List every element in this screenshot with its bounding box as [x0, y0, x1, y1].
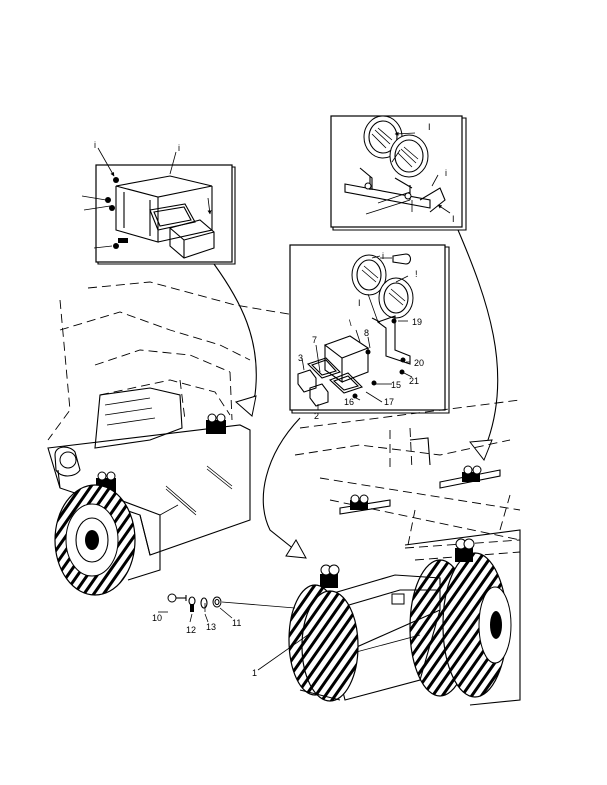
right-vehicle: [294, 399, 521, 541]
hardware-group: [158, 593, 296, 623]
callout-15: 15: [391, 380, 401, 390]
svg-text:I: I: [428, 122, 431, 132]
inset-exploded-assembly: i ! I \: [289, 244, 450, 414]
callout-3: 3: [298, 353, 303, 363]
svg-text:i: i: [382, 251, 384, 261]
callout-11: 11: [232, 618, 241, 628]
callout-16: 16: [344, 397, 354, 407]
inset-floodlights: I i I: [330, 115, 467, 231]
svg-text:i: i: [445, 168, 447, 178]
leader-1: [257, 631, 313, 671]
callout-7: 7: [312, 335, 317, 345]
big-truck: [288, 494, 521, 706]
callout-17: 17: [384, 397, 394, 407]
left-vehicle: [47, 281, 331, 596]
callout-20: 20: [414, 358, 424, 368]
callout-12: 12: [186, 625, 196, 635]
svg-text:I: I: [452, 214, 455, 224]
callout-2: 2: [314, 411, 319, 421]
callout-13: 13: [206, 622, 216, 632]
callout-10: 10: [152, 613, 162, 623]
svg-text:i: i: [94, 140, 96, 150]
svg-text:I: I: [358, 298, 361, 308]
svg-text:i: i: [178, 143, 180, 153]
arrow-to-truck: [457, 229, 499, 453]
arrow-to-bumper-lamp: [262, 417, 301, 551]
callout-1: 1: [252, 668, 257, 678]
callout-19: 19: [412, 317, 422, 327]
callout-8: 8: [364, 328, 369, 338]
svg-text:!: !: [415, 269, 418, 279]
inset-light-housing: i i: [81, 140, 236, 265]
callout-21: 21: [409, 376, 419, 386]
arrow-to-bumper: [213, 263, 257, 411]
svg-text:\: \: [349, 318, 352, 328]
